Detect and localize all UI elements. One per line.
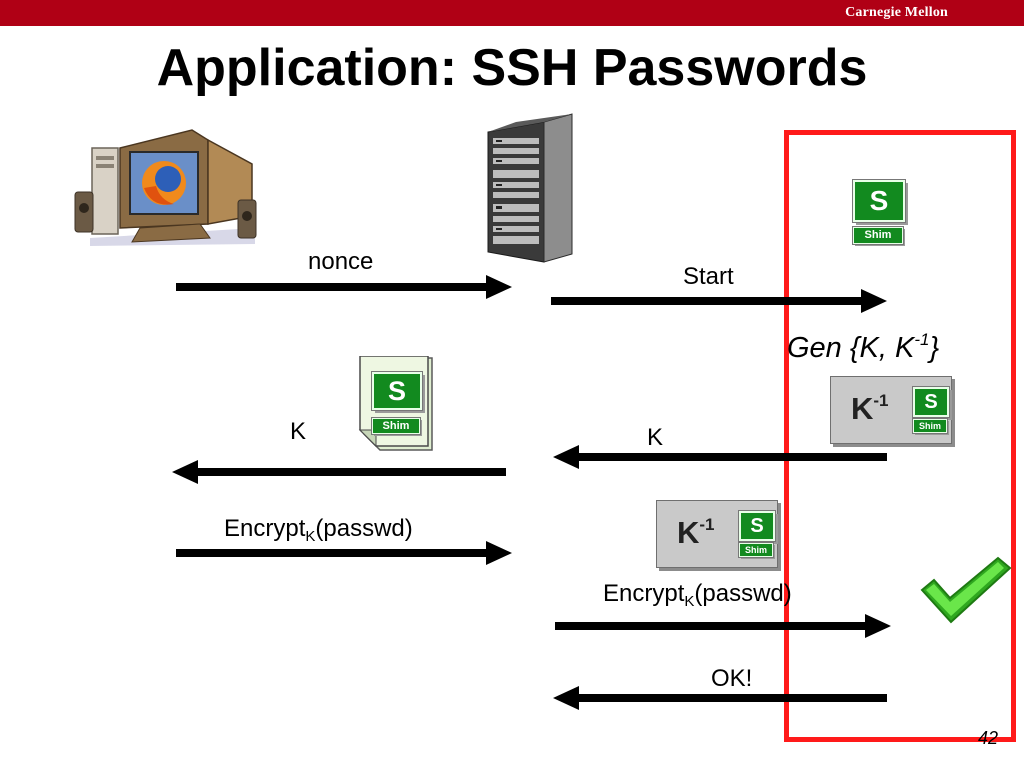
arrow-start	[551, 286, 889, 316]
arrow-encrypt-left	[176, 538, 514, 568]
ok-label: OK!	[711, 665, 753, 692]
public-key-label-left: K	[290, 418, 307, 445]
shim-label: Shim	[852, 226, 904, 245]
shim-letter: S	[852, 179, 906, 223]
private-key-label: K-1	[677, 515, 715, 550]
brand-logo: Carnegie Mellon	[845, 5, 948, 20]
client-computer-icon	[70, 128, 260, 251]
header-bar	[0, 0, 1024, 26]
nonce-label: nonce	[308, 248, 374, 275]
shim-label: Shim	[371, 417, 421, 435]
arrow-ok	[551, 683, 889, 713]
trusted-environment-box	[784, 130, 1016, 742]
arrow-k-right	[551, 442, 889, 472]
slide-title: Application: SSH Passwords	[156, 39, 868, 97]
shim-label: Shim	[738, 542, 774, 558]
encrypt-label-right: EncryptK(passwd)	[603, 580, 792, 610]
private-key-box: K-1 S Shim	[830, 376, 952, 444]
arrow-encrypt-right	[555, 611, 893, 641]
start-label: Start	[683, 263, 734, 290]
shim-letter: S	[738, 510, 776, 542]
encrypt-label-left: EncryptK(passwd)	[224, 515, 413, 545]
server-rack-icon	[484, 112, 576, 272]
key-generation-label: Gen {K, K-1}	[787, 330, 940, 364]
private-key-label: K-1	[851, 391, 889, 426]
shim-label: Shim	[912, 418, 948, 434]
checkmark-icon	[920, 556, 1012, 631]
shim-letter: S	[912, 386, 950, 418]
shim-letter: S	[371, 371, 423, 411]
arrow-nonce	[176, 272, 514, 302]
private-key-box: K-1 S Shim	[656, 500, 778, 568]
arrow-k-left	[170, 457, 508, 487]
public-key-label-right: K	[647, 424, 664, 451]
page-number: 42	[978, 728, 999, 748]
